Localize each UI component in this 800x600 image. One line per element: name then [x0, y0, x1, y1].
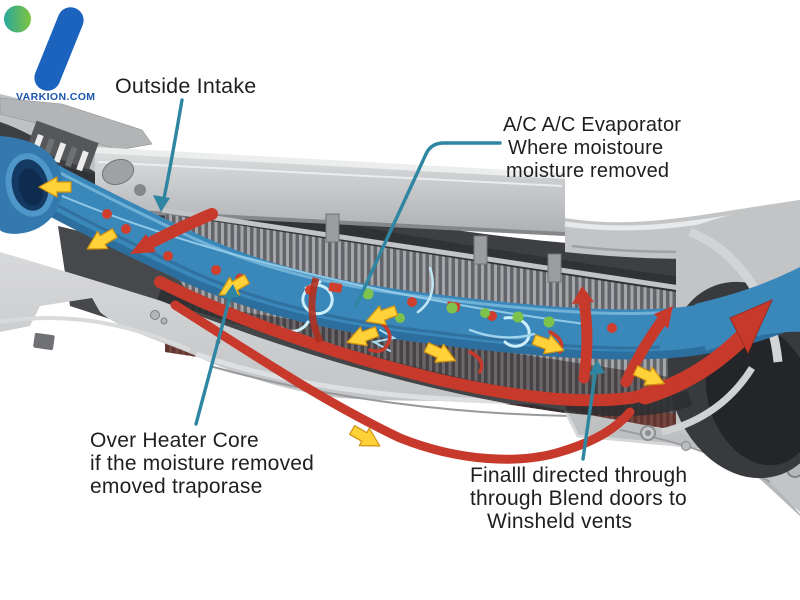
label-evaporator: A/C A/C Evaporator Where moistoure moist…: [503, 114, 687, 182]
leader-line-heater-core: [194, 291, 233, 426]
label-heater-core: Over Heater Core if the moisture removed…: [90, 429, 320, 498]
leader-arrowheads: [153, 195, 605, 375]
label-outside-intake: Outside Intake: [115, 74, 256, 98]
warm-air-left-arrowhead: [130, 234, 156, 254]
leader-line-evaporator: [354, 141, 502, 308]
logo-circle: [4, 5, 31, 33]
core-bracket: [473, 235, 488, 265]
core-bracket: [547, 253, 562, 283]
leader-line-outside-intake: [161, 98, 184, 205]
brand-logo: VARKION.COM: [4, 5, 95, 103]
cowl-arm: [0, 97, 153, 151]
screw: [681, 441, 691, 451]
warm-air-up-arrowhead: [654, 306, 673, 329]
leader-lines: [161, 98, 598, 461]
logo-mark: [34, 7, 84, 91]
screw: [150, 310, 160, 320]
label-blend-doors: Finalll directed through through Blend d…: [470, 464, 693, 533]
body-slot: [33, 332, 55, 351]
warm-airflow-ribbon: [130, 208, 773, 464]
moisture-droplet-green: [362, 288, 555, 328]
warm-air-main-arrowhead: [729, 299, 773, 355]
core-bracket: [325, 213, 340, 243]
leader-line-blend-doors: [581, 366, 598, 461]
labels: Outside Intake A/C A/C Evaporator Where …: [90, 74, 693, 533]
brand-text: VARKION.COM: [16, 91, 95, 103]
warm-air-up-arrowhead: [572, 286, 594, 304]
moisture-droplets: [102, 209, 617, 333]
screw: [160, 317, 168, 325]
